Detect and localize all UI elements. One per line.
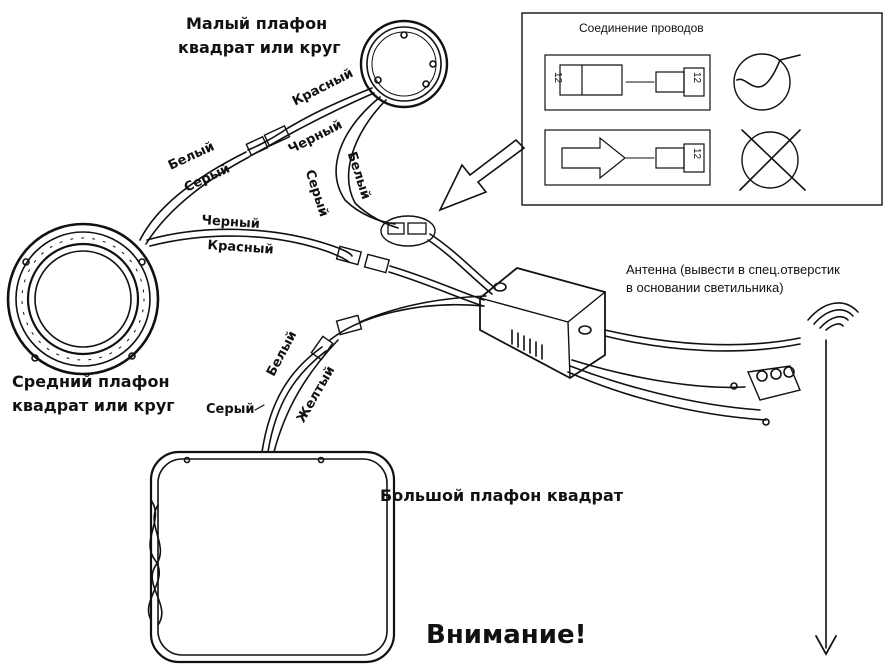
connection-inset: [521, 12, 883, 206]
antenna-icon: [807, 302, 859, 331]
antenna-note-line2: в основании светильника): [626, 280, 784, 295]
connector-pin-label-3: 12: [691, 148, 702, 160]
medium-lamp-title-line1: Средний плафон: [12, 372, 170, 391]
pointer-arrow: [438, 138, 526, 212]
controller-box: [479, 267, 606, 380]
small-lamp-title-line2: квадрат или круг: [178, 38, 341, 57]
large-lamp: [147, 450, 396, 664]
connector-pin-label-2: 12: [691, 72, 702, 84]
connector-pin-label-1: 12: [552, 72, 563, 84]
wire-label-gray-large: Серый: [206, 402, 255, 417]
small-lamp: [359, 19, 449, 109]
connection-inset-title: Соединение проводов: [579, 21, 704, 35]
large-lamp-title: Большой плафон квадрат: [380, 486, 624, 505]
terminal-block: [730, 365, 801, 426]
medium-lamp-title-line2: квадрат или круг: [12, 396, 175, 415]
medium-lamp: [6, 222, 160, 376]
small-lamp-title-line1: Малый плафон: [186, 14, 328, 33]
antenna-note-line1: Антенна (вывести в спец.отверстик: [626, 262, 840, 277]
warning-heading: Внимание!: [426, 620, 587, 650]
